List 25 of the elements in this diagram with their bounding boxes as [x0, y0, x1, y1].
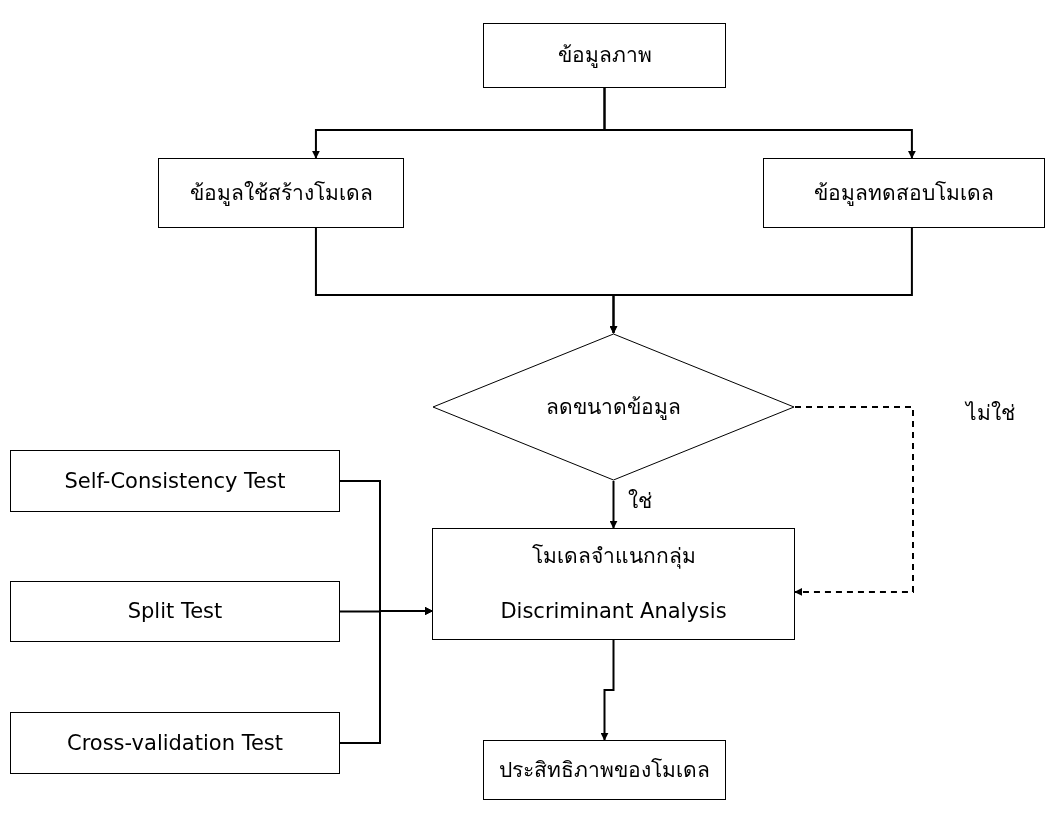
arrow [600, 639, 615, 741]
decision-diamond [432, 333, 795, 481]
arrow [794, 406, 914, 596]
node-text: Discriminant Analysis [500, 598, 727, 625]
node-text: ข้อมูลภาพ [557, 42, 652, 69]
node-text: Split Test [127, 598, 223, 625]
process-box [483, 23, 726, 88]
node-text: ข้อมูลทดสอบโมเดล [814, 179, 994, 207]
process-box [158, 158, 404, 228]
process-box [10, 712, 340, 774]
process-box [763, 158, 1045, 228]
arrow [603, 87, 916, 159]
node-text: ประสิทธิภาพของโมเดล [499, 756, 710, 784]
arrow [609, 480, 618, 529]
process-box [483, 740, 726, 800]
node-text: โมเดลจำแนกกลุ่ม [531, 543, 696, 570]
arrow [609, 227, 913, 334]
node-text: ข้อมูลใช้สร้างโมเดล [189, 179, 373, 207]
node-text: ลดขนาดข้อมูล [546, 393, 681, 421]
process-box [10, 450, 340, 512]
process-box [432, 528, 795, 640]
process-box [10, 581, 340, 642]
node-text: Cross-validation Test [67, 729, 283, 757]
arrow [339, 607, 433, 744]
node-text: Self-Consistency Test [64, 467, 286, 495]
